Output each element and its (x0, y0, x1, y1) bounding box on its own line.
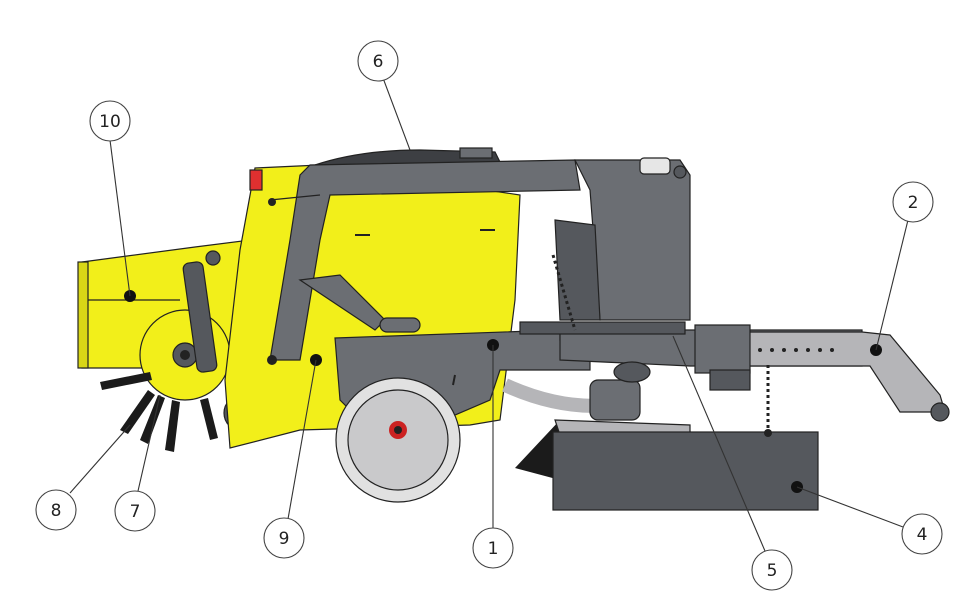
callout-10-label: 10 (99, 112, 121, 132)
callout-2-label: 2 (908, 193, 919, 213)
callout-10: 10 (89, 100, 131, 142)
top-lid (314, 147, 501, 166)
callout-7: 7 (114, 490, 156, 532)
callout-4: 4 (901, 513, 943, 555)
callout-9: 9 (263, 517, 305, 559)
skid-plate (551, 254, 819, 511)
tow-arm (694, 324, 950, 422)
callout-6-label: 6 (373, 52, 384, 72)
main-wheel (335, 377, 461, 503)
callout-8-label: 8 (51, 501, 62, 521)
callout-4-label: 4 (917, 525, 928, 545)
callout-7-label: 7 (130, 502, 141, 522)
callout-8: 8 (35, 489, 77, 531)
upper-frame (267, 157, 691, 365)
callout-5: 5 (751, 549, 793, 591)
callout-9-label: 9 (279, 529, 290, 549)
callout-1: 1 (472, 527, 514, 569)
callout-2: 2 (892, 181, 934, 223)
callout-1-label: 1 (488, 539, 499, 559)
callout-5-label: 5 (767, 561, 778, 581)
callout-6: 6 (357, 40, 399, 82)
leader-lines (69, 77, 909, 552)
